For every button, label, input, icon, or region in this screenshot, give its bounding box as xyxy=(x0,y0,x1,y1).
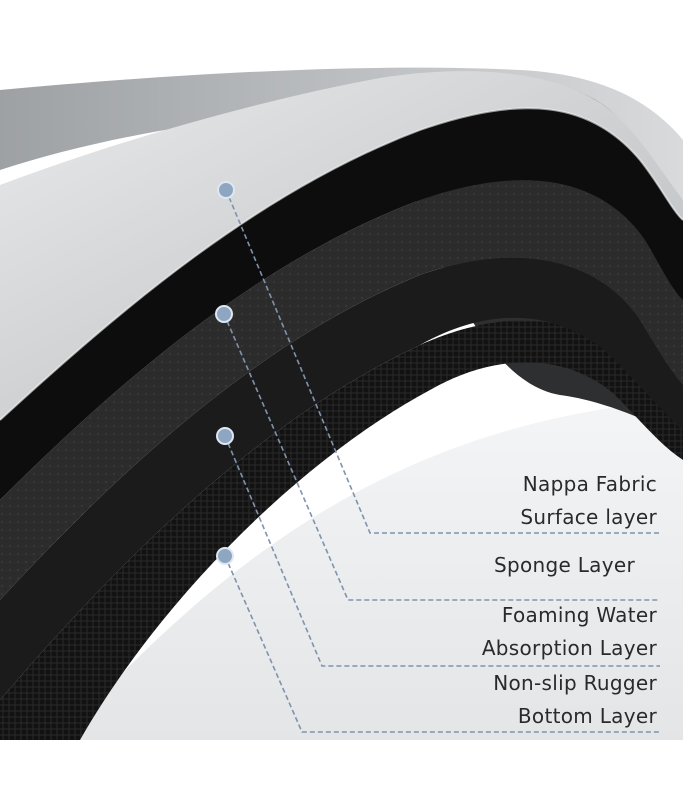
layer-sponge xyxy=(0,180,683,600)
label-foaming-line2: Absorption Layer xyxy=(481,636,657,660)
layer-foaming xyxy=(0,257,683,700)
marker-bottom xyxy=(216,547,234,565)
label-fabric: Nappa Fabric Surface layer xyxy=(520,472,657,529)
label-bottom: Non-slip Rugger Bottom Layer xyxy=(493,671,657,728)
layer-bottom-mesh xyxy=(0,320,683,740)
label-foaming: Foaming Water Absorption Layer xyxy=(482,603,657,660)
layer-fabric-backing xyxy=(0,108,683,500)
label-sponge-line1: Sponge Layer xyxy=(493,553,635,577)
label-bottom-line2: Bottom Layer xyxy=(517,704,657,728)
leader-line-foaming xyxy=(224,435,660,667)
marker-sponge xyxy=(215,305,233,323)
floor-shadow xyxy=(60,400,683,740)
label-bottom-line1: Non-slip Rugger xyxy=(493,671,657,695)
label-fabric-line2: Surface layer xyxy=(520,505,657,529)
label-foaming-line1: Foaming Water xyxy=(501,603,657,627)
leader-line-bottom xyxy=(224,555,660,733)
marker-foaming xyxy=(216,427,234,445)
marker-fabric xyxy=(217,181,235,199)
layer-nappa-fabric xyxy=(0,71,683,421)
fabric-edge-highlight xyxy=(0,107,683,421)
label-fabric-line1: Nappa Fabric xyxy=(522,472,657,496)
label-sponge: Sponge Layer xyxy=(494,553,635,577)
leader-line-fabric xyxy=(225,189,660,534)
